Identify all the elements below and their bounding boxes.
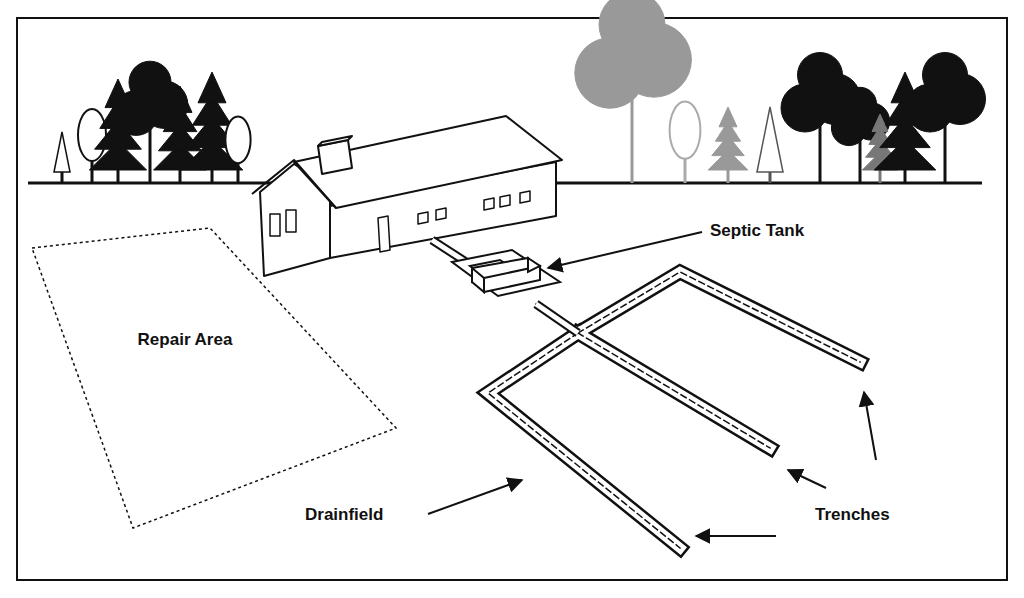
trench — [578, 272, 860, 362]
dashed-outline — [28, 222, 402, 534]
part-label: Drainfield — [305, 505, 383, 525]
frame — [17, 18, 1007, 580]
part-label: Trenches — [815, 505, 890, 525]
trench — [578, 333, 770, 448]
part-label: Septic Tank — [710, 221, 804, 241]
drainfield-trenches — [488, 272, 860, 548]
trench — [536, 304, 578, 333]
trench — [488, 333, 680, 548]
trench — [488, 333, 680, 548]
trench — [578, 333, 770, 448]
trench — [578, 272, 860, 362]
leader-arrows — [428, 232, 876, 536]
trench — [578, 333, 770, 448]
trench — [578, 272, 860, 362]
repair-area-region: Repair Area — [28, 222, 402, 534]
region-label: Repair Area — [138, 330, 233, 350]
septic-system — [432, 240, 560, 296]
trench — [488, 333, 680, 548]
